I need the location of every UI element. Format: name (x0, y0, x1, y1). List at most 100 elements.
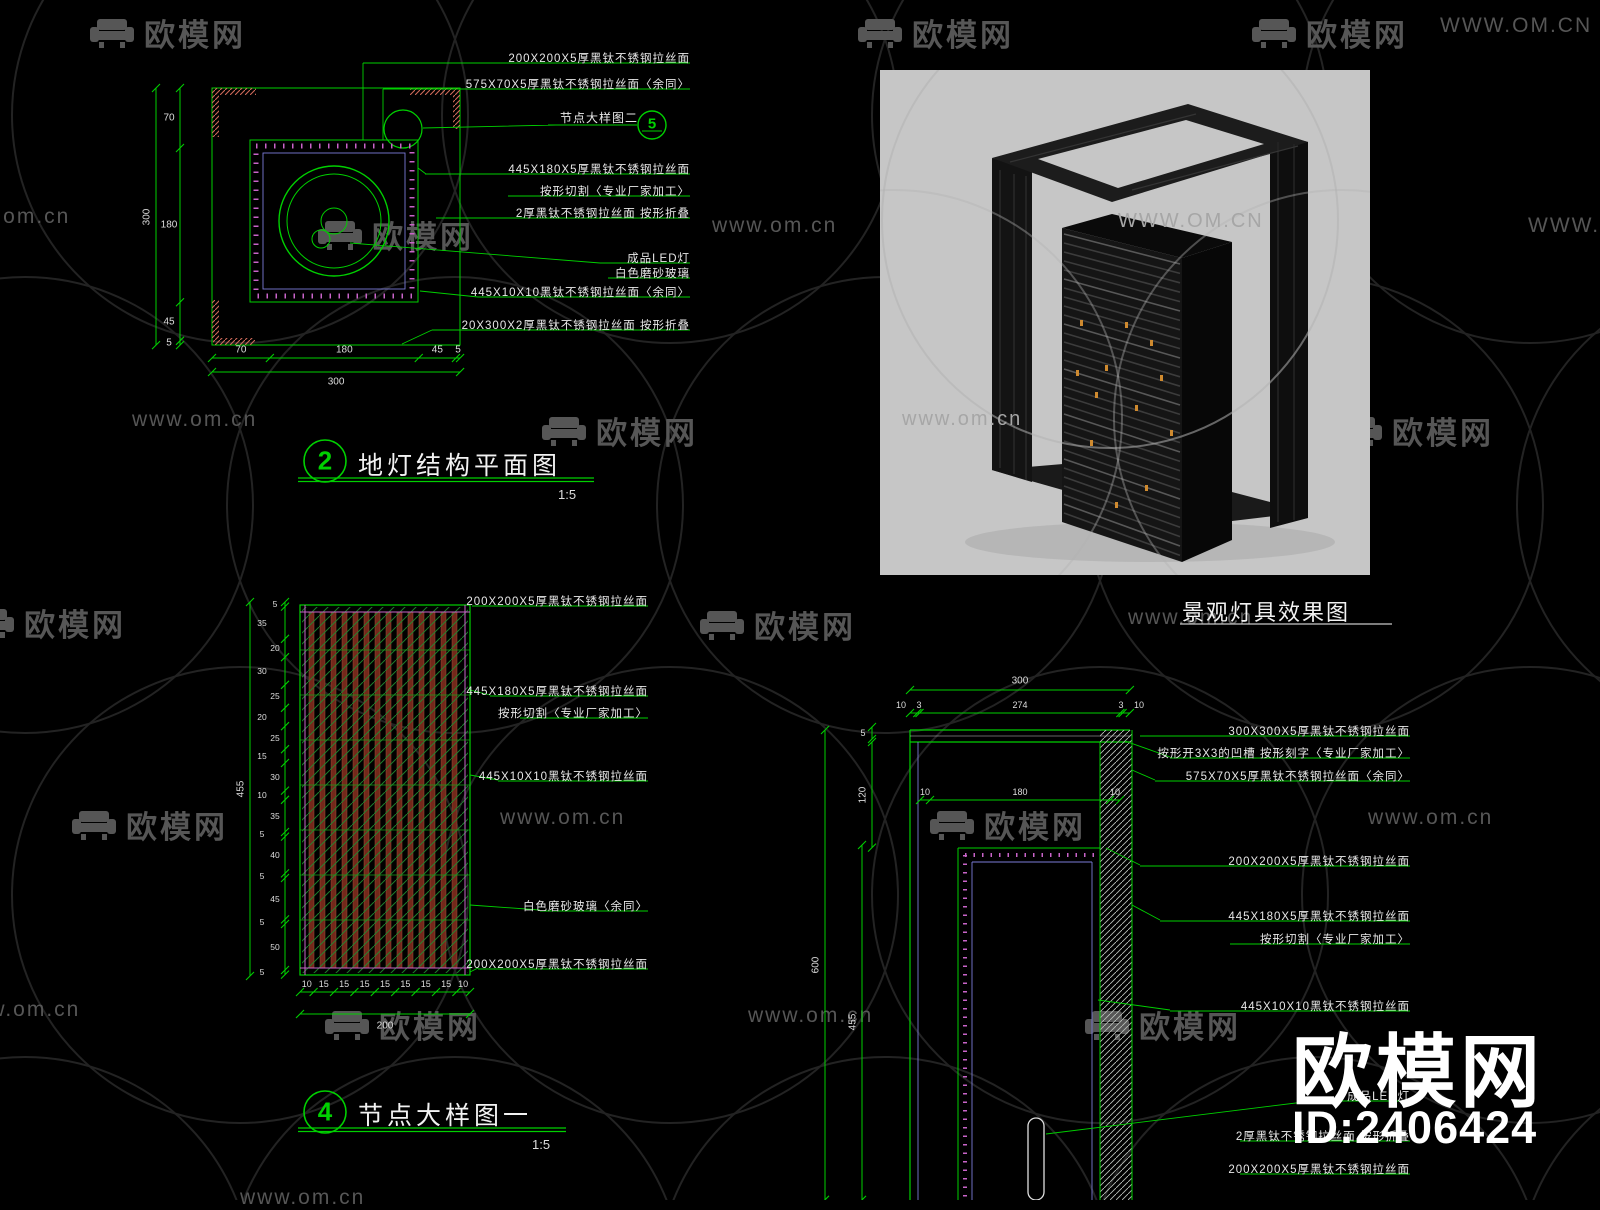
dimension-label: 455 (235, 780, 247, 798)
cad-line (451, 353, 461, 363)
annotation-label: 445X180X5厚黑钛不锈钢拉丝面 (1228, 911, 1410, 923)
dimension-label: 50 (270, 942, 280, 952)
dimension-label: 10 (919, 787, 931, 797)
dimension-label: 120 (857, 786, 869, 804)
annotation-label: 445X10X10黑钛不锈钢拉丝面〈余同〉 (470, 287, 690, 299)
cad-line (175, 297, 185, 307)
dimension-label: 300 (327, 376, 345, 388)
watermark-url: www.om.cn (712, 214, 838, 237)
dimension-label: 455 (847, 1014, 859, 1031)
dimension-label: 300 (141, 208, 153, 225)
annotation-label: 成品LED灯 (1347, 1091, 1410, 1103)
sofa-icon (1252, 18, 1296, 48)
cad-line (280, 827, 290, 837)
detail-view-number: 4 (317, 1096, 333, 1127)
cad-line (280, 970, 290, 979)
cad-line (905, 708, 915, 718)
cad-line (465, 987, 475, 997)
sofa-icon (90, 18, 134, 48)
watermark-circle (1113, 189, 1370, 575)
watermark-url: www.om.cn (0, 205, 71, 228)
annotation-label: 2厚黑钛不锈钢拉丝面 按形折叠 (515, 208, 690, 220)
watermark-circle (242, 1056, 668, 1200)
detail-view-title: 节点大样图一 (358, 1102, 533, 1130)
sofa-icon (325, 1010, 369, 1040)
annotation-label: 445X180X5厚黑钛不锈钢拉丝面 (466, 686, 648, 698)
sofa-icon (700, 610, 744, 640)
watermark-circle (880, 189, 1123, 575)
cad-line (280, 965, 290, 975)
sofa-icon (930, 810, 974, 840)
cad-line (245, 971, 255, 981)
dimension-label: 20 (257, 712, 267, 722)
watermark-brand: 欧模网 (72, 802, 228, 847)
annotation-label: 445X10X10黑钛不锈钢拉丝面 (1240, 1001, 1410, 1013)
dimension-label: 180 (160, 219, 178, 231)
plan-view-number: 2 (317, 445, 333, 476)
leader-lines (349, 63, 1321, 1135)
annotation-label: 按形切割〈专业厂家加工〉 (540, 186, 690, 198)
dimension-label: 10 (301, 979, 312, 989)
watermark-circle (0, 1056, 238, 1200)
dimension-label: 35 (270, 810, 280, 821)
dimension-label: 5 (860, 728, 866, 738)
cad-line (280, 721, 290, 731)
annotation-label: 445X10X10黑钛不锈钢拉丝面 (478, 771, 648, 783)
model-id: ID:2406424 (1292, 1102, 1538, 1153)
cad-line (867, 737, 877, 747)
cad-line (390, 987, 400, 997)
dimension-label: 30 (270, 771, 280, 782)
dimension-label: 25 (270, 691, 280, 702)
annotation-label: 200X200X5厚黑钛不锈钢拉丝面 (466, 959, 648, 971)
render-3d-image: WWW.OM.CN www.om.cn (880, 70, 1370, 575)
dimension-label: 10 (458, 979, 469, 989)
dimension-label: 600 (810, 956, 822, 974)
cad-line (455, 367, 465, 377)
watermark-url: www.om.cn (748, 1004, 874, 1027)
section-drawing (909, 729, 1133, 1200)
cad-line (465, 1009, 475, 1019)
annotation-label: 200X200X5厚黑钛不锈钢拉丝面 (466, 596, 648, 608)
plan-view-title: 地灯结构平面图 (358, 452, 562, 480)
sofa-icon (318, 220, 362, 250)
render-caption: 景观灯具效果图 (1182, 600, 1351, 625)
watermark-brand: 欧模网 (542, 408, 698, 453)
dimension-label: 300 (1011, 675, 1029, 687)
watermark-circle (1516, 327, 1600, 683)
watermark-url: www.om.cn (902, 408, 1023, 430)
annotation-label: 成品LED灯 (627, 253, 690, 265)
watermark-brand: 欧模网 (1252, 10, 1408, 55)
cad-line (175, 336, 185, 346)
sofa-icon (0, 608, 14, 638)
cad-line (309, 987, 318, 997)
annotation-label: 445X180X5厚黑钛不锈钢拉丝面 (508, 164, 690, 176)
cad-line (1118, 708, 1127, 718)
cad-line (925, 795, 935, 805)
watermark-brand: 欧模网 (90, 10, 246, 55)
dimension-label: 15 (379, 979, 391, 989)
annotation-label: 20X300X2厚黑钛不锈钢拉丝面 按形折叠 (461, 320, 690, 332)
dimension-label: 5 (259, 967, 265, 978)
cad-line (912, 708, 922, 718)
dimension-label: 15 (339, 979, 350, 989)
cad-line (265, 353, 275, 363)
lamp-light-dots (1076, 320, 1173, 508)
watermark-url: www.om.cn (500, 806, 626, 829)
cad-line (867, 734, 877, 744)
watermark-brand: 欧模网 (325, 1002, 481, 1047)
cad-line (280, 634, 290, 644)
watermark-url: www.om.cn (132, 408, 258, 431)
dimension-label: 3 (916, 700, 922, 710)
annotation-label: 300X300X5厚黑钛不锈钢拉丝面 (1228, 726, 1410, 738)
cad-line (280, 703, 290, 713)
dimension-label: 70 (235, 344, 247, 356)
cad-line (280, 869, 290, 878)
watermark-brand: 欧模网 (0, 600, 126, 645)
cad-line (370, 987, 380, 997)
watermark-url: WWW.OM.CN (1440, 14, 1593, 37)
dimension-label: 15 (420, 979, 431, 989)
cad-line (1125, 685, 1135, 695)
cad-line (207, 353, 217, 363)
cad-line (295, 987, 305, 997)
